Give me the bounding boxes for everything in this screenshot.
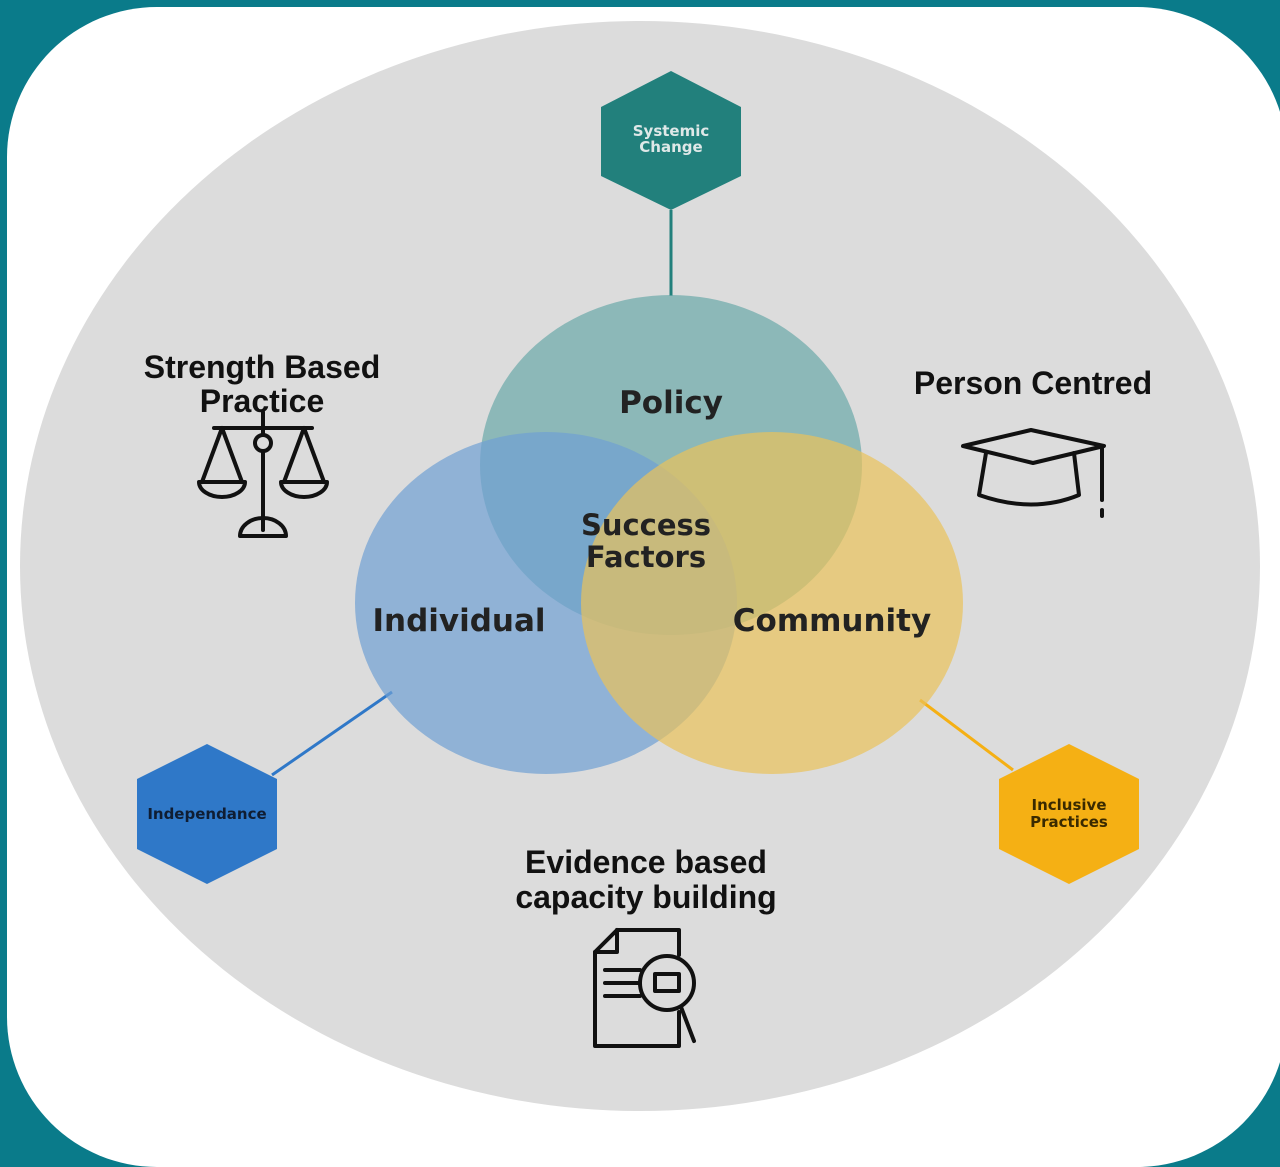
evidence-based-title-line1: Evidence based <box>525 844 767 880</box>
graduation-cap-icon <box>961 428 1106 518</box>
person-centred-title: Person Centred <box>914 365 1152 401</box>
inclusive-practices-label-line2: Practices <box>1030 813 1108 831</box>
center-label-line2: Factors <box>586 540 706 574</box>
systemic-change-label-line2: Change <box>639 138 702 156</box>
inclusive-connector <box>919 698 1014 772</box>
strength-based-practice-title-line1: Strength Based <box>144 349 380 385</box>
frame: Policy Individual Community Success Fact… <box>7 7 1280 1167</box>
center-label-line1: Success <box>581 508 711 542</box>
independance-hexagon <box>137 744 277 884</box>
community-circle <box>581 432 963 774</box>
community-label: Community <box>733 603 931 639</box>
inclusive-practices-label-line1: Inclusive <box>1032 796 1107 814</box>
individual-label: Individual <box>372 603 545 639</box>
systemic-change-hexagon <box>601 71 741 210</box>
independance-connector <box>271 690 393 777</box>
independance-label: Independance <box>147 805 266 823</box>
systemic-change-label-line1: Systemic <box>633 122 710 140</box>
inclusive-practices-hexagon <box>999 744 1139 884</box>
evidence-based-title-line2: capacity building <box>515 879 776 915</box>
scales-icon <box>197 410 329 538</box>
document-search-icon <box>593 928 696 1048</box>
success-factors-diagram: Policy Individual Community Success Fact… <box>20 21 1260 1111</box>
policy-label: Policy <box>619 385 723 421</box>
